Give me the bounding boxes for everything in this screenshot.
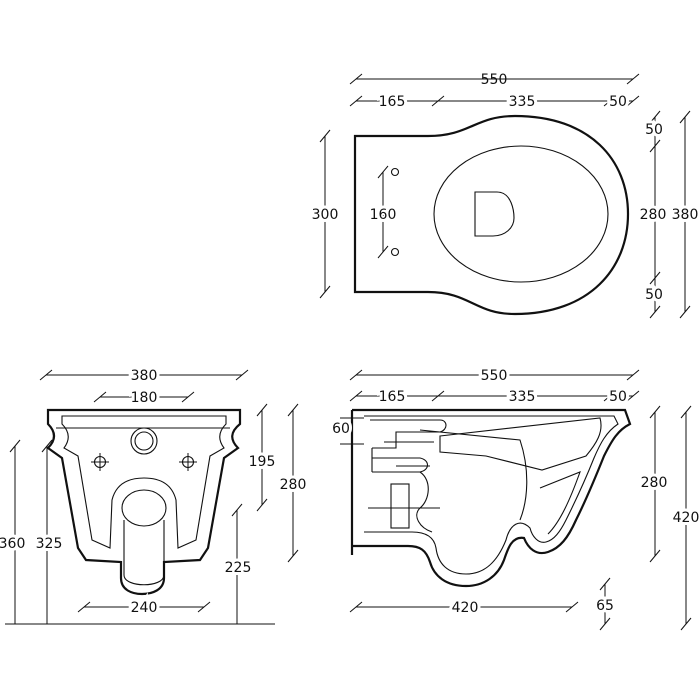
- dim-front-height-body: 325: [36, 536, 63, 552]
- dim-side-base-length: 420: [452, 600, 479, 616]
- dim-front-height-overall: 360: [0, 536, 25, 552]
- side-view: 550 165 335 50 60 280 420 420 65: [329, 365, 700, 631]
- dim-top-width: 300: [312, 207, 339, 223]
- dim-front-top-width: 380: [131, 368, 158, 384]
- dim-top-seg-rear: 165: [379, 94, 406, 110]
- front-view: 380 180 240 360 325 195 280 225: [0, 365, 309, 625]
- dim-side-overall-height: 420: [673, 510, 700, 526]
- outlet-icon: [121, 489, 167, 527]
- dim-top-seg-front: 50: [609, 94, 627, 110]
- front-view-inner-outline: [61, 415, 227, 549]
- dim-front-height-fixing: 195: [249, 454, 276, 470]
- dim-front-fixing-width: 180: [131, 390, 158, 406]
- bowl-rim: [433, 145, 609, 283]
- dim-top-bowl-outer-width: 380: [672, 207, 699, 223]
- top-view: 550 165 335 50 300 160 50 280 50 380: [309, 72, 700, 319]
- side-view-inner-outline: [364, 415, 619, 575]
- dim-front-height-outlet: 225: [225, 560, 252, 576]
- fixing-hole-icon: [390, 167, 400, 177]
- dim-side-overall-length: 550: [481, 368, 508, 384]
- side-view-outline: [352, 408, 632, 588]
- dim-top-bowl-offset-bottom: 50: [645, 287, 663, 303]
- dim-top-bowl-inner-width: 280: [640, 207, 667, 223]
- dim-top-bowl-offset-top: 50: [645, 122, 663, 138]
- dim-front-height-bowl: 280: [280, 477, 307, 493]
- dim-side-seg-front: 50: [609, 389, 627, 405]
- dim-top-fixing-spacing: 160: [370, 207, 397, 223]
- outlet-pipe: [390, 483, 410, 529]
- dim-front-base-width: 240: [131, 600, 158, 616]
- inlet-icon: [130, 427, 158, 455]
- dim-top-overall-length: 550: [481, 72, 508, 88]
- top-view-outline: [353, 114, 630, 316]
- dim-side-inlet-height: 60: [332, 421, 350, 437]
- dim-top-seg-mid: 335: [509, 94, 536, 110]
- dim-side-seg-mid: 335: [509, 389, 536, 405]
- dim-side-rim-offset: 65: [596, 598, 614, 614]
- dim-side-bowl-height: 280: [641, 475, 668, 491]
- front-view-outline: [46, 408, 242, 596]
- outlet-hole: [474, 191, 515, 237]
- dim-side-seg-rear: 165: [379, 389, 406, 405]
- fixing-hole-icon: [390, 247, 400, 257]
